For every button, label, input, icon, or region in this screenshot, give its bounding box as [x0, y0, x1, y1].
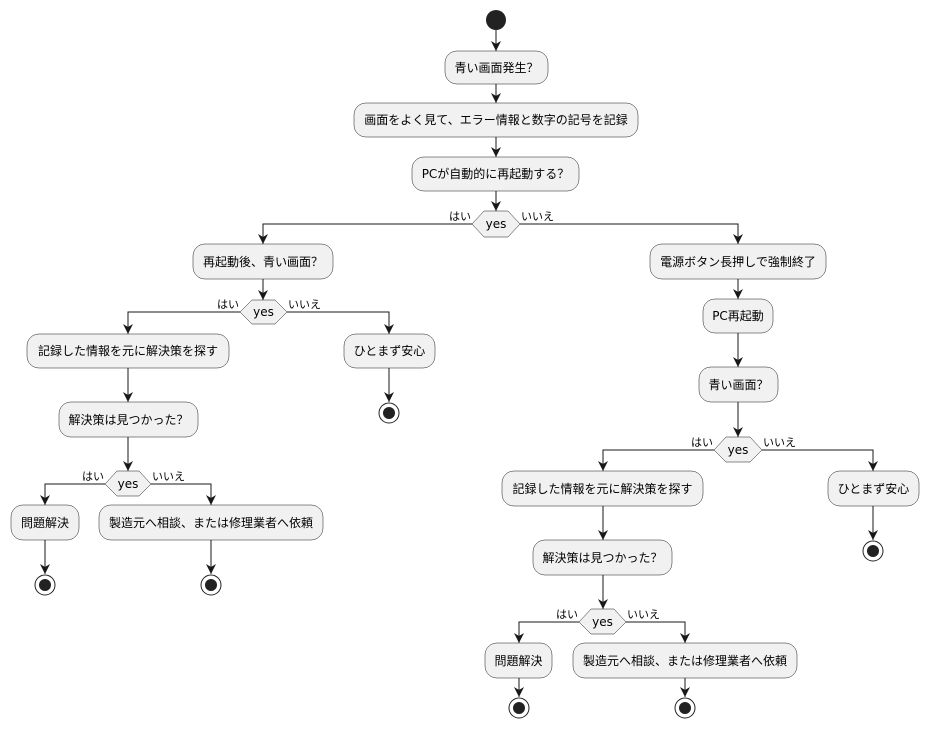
action-label: 記録した情報を元に解決策を探す [38, 343, 218, 358]
action-label: 再起動後、青い画面？ [203, 255, 323, 269]
edge [40, 483, 105, 505]
end-node [34, 574, 56, 596]
end-node [378, 402, 400, 424]
action-label: ひとまず安心 [354, 343, 426, 358]
action-found-left: 解決策は見つかった？ [58, 401, 199, 438]
edges [40, 30, 878, 697]
edge [762, 449, 878, 471]
action-label: PC再起動 [712, 309, 764, 323]
action-label: PCが自動的に再起動する？ [422, 166, 570, 181]
edge [598, 449, 714, 471]
end-node [674, 697, 696, 719]
action-pc-restart: PC再起動 [702, 298, 774, 334]
action-label: 問題解決 [21, 516, 69, 530]
action-q-after-restart-blue: 再起動後、青い画面？ [192, 243, 334, 280]
decision-found-left: yes はい いいえ [82, 470, 185, 497]
action-label: 製造元へ相談、または修理業者へ依頼 [109, 515, 313, 530]
action-label: 青い画面発生？ [454, 61, 538, 75]
action-label: 記録した情報を元に解決策を探す [512, 481, 692, 496]
decision-auto-restart: yes はい いいえ [449, 210, 554, 238]
branch-label-yes: はい [449, 210, 471, 223]
end-node [200, 574, 222, 596]
action-label: 電源ボタン長押しで強制終了 [660, 254, 816, 269]
decision-label: yes [118, 477, 139, 491]
action-solved-right: 問題解決 [484, 642, 553, 679]
branch-label-no: いいえ [152, 470, 185, 483]
action-found-right: 解決策は見つかった？ [532, 539, 673, 576]
edge [151, 483, 216, 505]
decision-blue-again: yes はい いいえ [691, 436, 796, 463]
branch-label-no: いいえ [763, 436, 796, 449]
decision-after-restart: yes はい いいえ [217, 298, 321, 325]
action-search-left: 記録した情報を元に解決策を探す [26, 333, 230, 369]
action-consult-right: 製造元へ相談、または修理業者へ依頼 [572, 642, 798, 679]
decision-label: yes [592, 615, 613, 629]
edge [258, 223, 472, 244]
action-q-auto-restart: PCが自動的に再起動する？ [411, 156, 580, 192]
branch-label-no: いいえ [521, 210, 554, 223]
action-q-blue-again: 青い画面？ [698, 366, 779, 403]
action-relief-right: ひとまず安心 [827, 470, 920, 507]
branch-label-yes: はい [556, 608, 578, 621]
edge [514, 621, 579, 643]
branch-label-no: いいえ [627, 608, 660, 621]
decision-label: yes [253, 305, 274, 319]
action-label: ひとまず安心 [838, 481, 910, 496]
action-search-right: 記録した情報を元に解決策を探す [501, 470, 704, 507]
end-node [862, 540, 884, 562]
end-node [508, 697, 530, 719]
edge [626, 621, 690, 643]
start-node [486, 10, 506, 30]
action-label: 解決策は見つかった？ [68, 413, 188, 427]
branch-label-no: いいえ [288, 298, 321, 311]
action-consult-left: 製造元へ相談、または修理業者へ依頼 [98, 504, 324, 541]
action-force-off: 電源ボタン長押しで強制終了 [649, 243, 827, 280]
action-solved-left: 問題解決 [10, 504, 80, 541]
action-label: 青い画面？ [708, 378, 768, 392]
branch-label-yes: はい [691, 436, 713, 449]
action-label: 解決策は見つかった？ [542, 551, 662, 565]
edge [287, 311, 394, 334]
branch-label-yes: はい [82, 470, 104, 483]
decision-label: yes [486, 217, 507, 231]
decision-found-right: yes はい いいえ [556, 608, 660, 635]
action-record: 画面をよく見て、エラー情報と数字の記号を記録 [353, 102, 639, 138]
action-label: 画面をよく見て、エラー情報と数字の記号を記録 [364, 112, 627, 127]
edge [520, 223, 743, 244]
edge [123, 311, 240, 334]
action-label: 問題解決 [494, 654, 542, 668]
action-q-blue: 青い画面発生？ [444, 50, 549, 85]
branch-label-yes: はい [217, 298, 239, 311]
action-relief-left: ひとまず安心 [343, 333, 436, 369]
action-label: 製造元へ相談、または修理業者へ依頼 [583, 653, 787, 668]
decision-label: yes [728, 443, 749, 457]
